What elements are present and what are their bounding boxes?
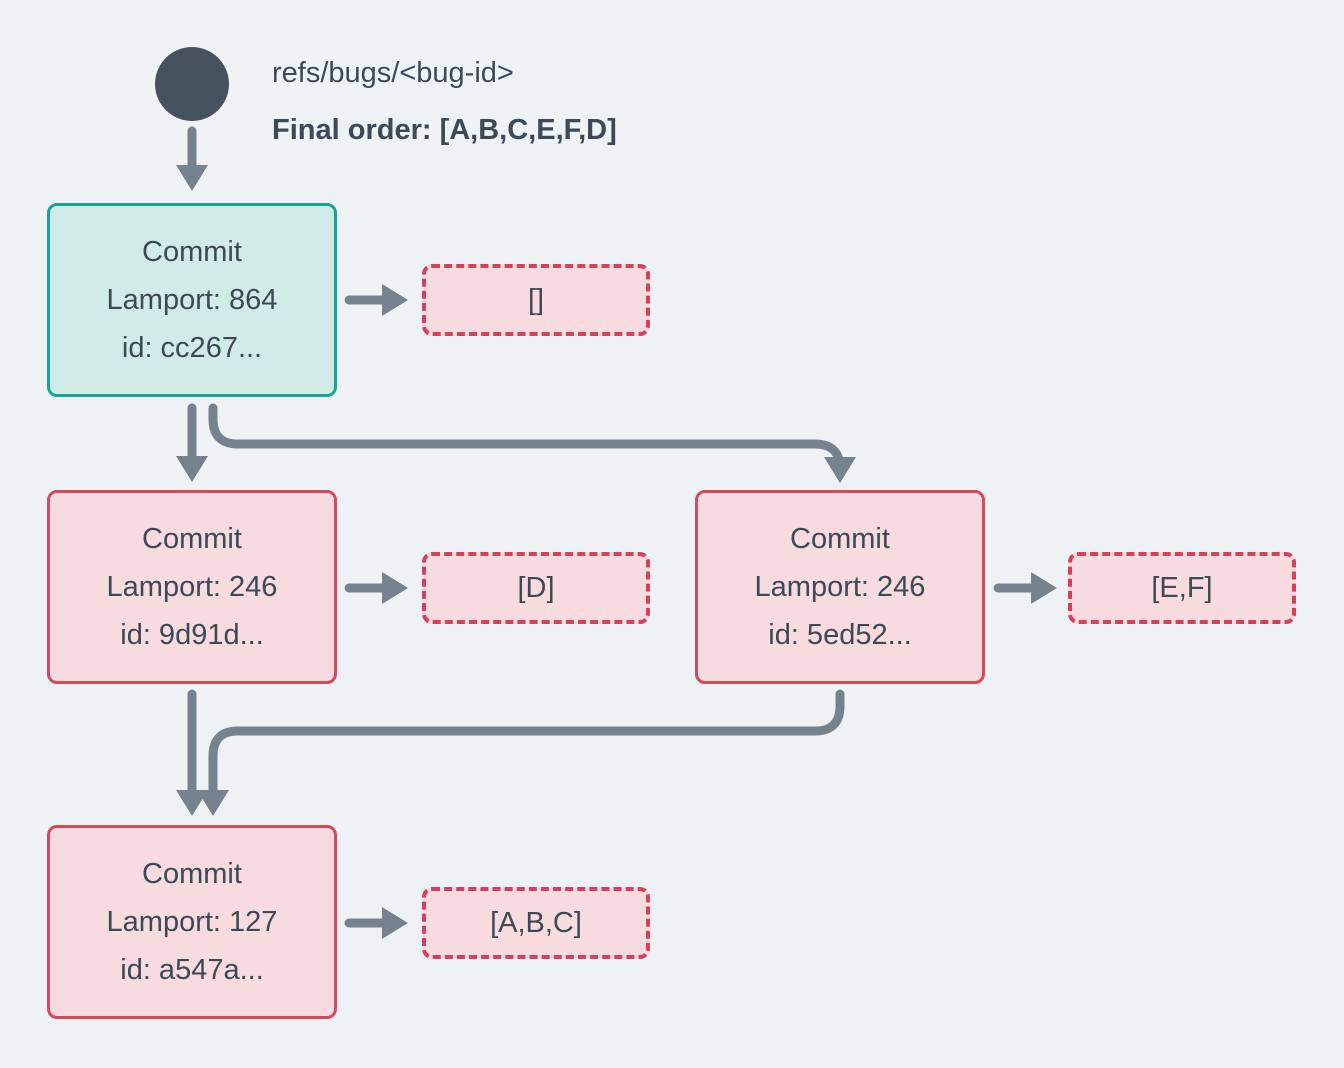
commit-title: Commit — [142, 236, 242, 268]
commit-node-root: Commit Lamport: 864 id: cc267... — [47, 203, 337, 397]
arrowhead-left-to-ops — [382, 572, 408, 604]
commit-lamport: Lamport: 246 — [106, 571, 278, 603]
ops-node-right: [E,F] — [1068, 552, 1296, 624]
edge-right-to-merge — [208, 689, 845, 795]
arrowhead-right-to-merge — [197, 790, 229, 816]
ops-node-root: [] — [422, 264, 650, 336]
ref-name-label: refs/bugs/<bug-id> — [272, 57, 514, 89]
commit-title: Commit — [790, 523, 890, 555]
commit-node-merge: Commit Lamport: 127 id: a547a... — [47, 825, 337, 1019]
commit-lamport: Lamport: 246 — [754, 571, 926, 603]
commit-lamport: Lamport: 864 — [106, 284, 278, 316]
arrowhead-root-to-ops — [382, 284, 408, 316]
commit-lamport: Lamport: 127 — [106, 906, 278, 938]
arrowhead-left-to-merge — [176, 790, 208, 816]
ops-node-merge: [A,B,C] — [422, 887, 650, 959]
final-order-label: Final order: [A,B,C,E,F,D] — [272, 114, 617, 146]
commit-id: id: 5ed52... — [768, 619, 912, 651]
arrowhead-merge-to-ops — [382, 907, 408, 939]
branch-ref-icon — [155, 47, 229, 121]
arrowhead-root-to-left — [176, 456, 208, 482]
commit-node-right: Commit Lamport: 246 id: 5ed52... — [695, 490, 985, 684]
edge-root-to-right — [208, 403, 845, 474]
ops-label: [E,F] — [1151, 571, 1213, 604]
arrowhead-right-to-ops — [1031, 572, 1057, 604]
commit-title: Commit — [142, 523, 242, 555]
ops-label: [D] — [517, 571, 555, 604]
ops-label: [A,B,C] — [490, 906, 582, 939]
ops-label: [] — [527, 283, 545, 316]
commit-title: Commit — [142, 858, 242, 890]
commit-node-left: Commit Lamport: 246 id: 9d91d... — [47, 490, 337, 684]
commit-id: id: 9d91d... — [120, 619, 264, 651]
commit-id: id: a547a... — [120, 954, 264, 986]
ops-node-left: [D] — [422, 552, 650, 624]
arrowhead-ref-to-root — [176, 165, 208, 191]
arrowhead-root-to-right — [824, 457, 856, 483]
commit-id: id: cc267... — [121, 332, 263, 364]
